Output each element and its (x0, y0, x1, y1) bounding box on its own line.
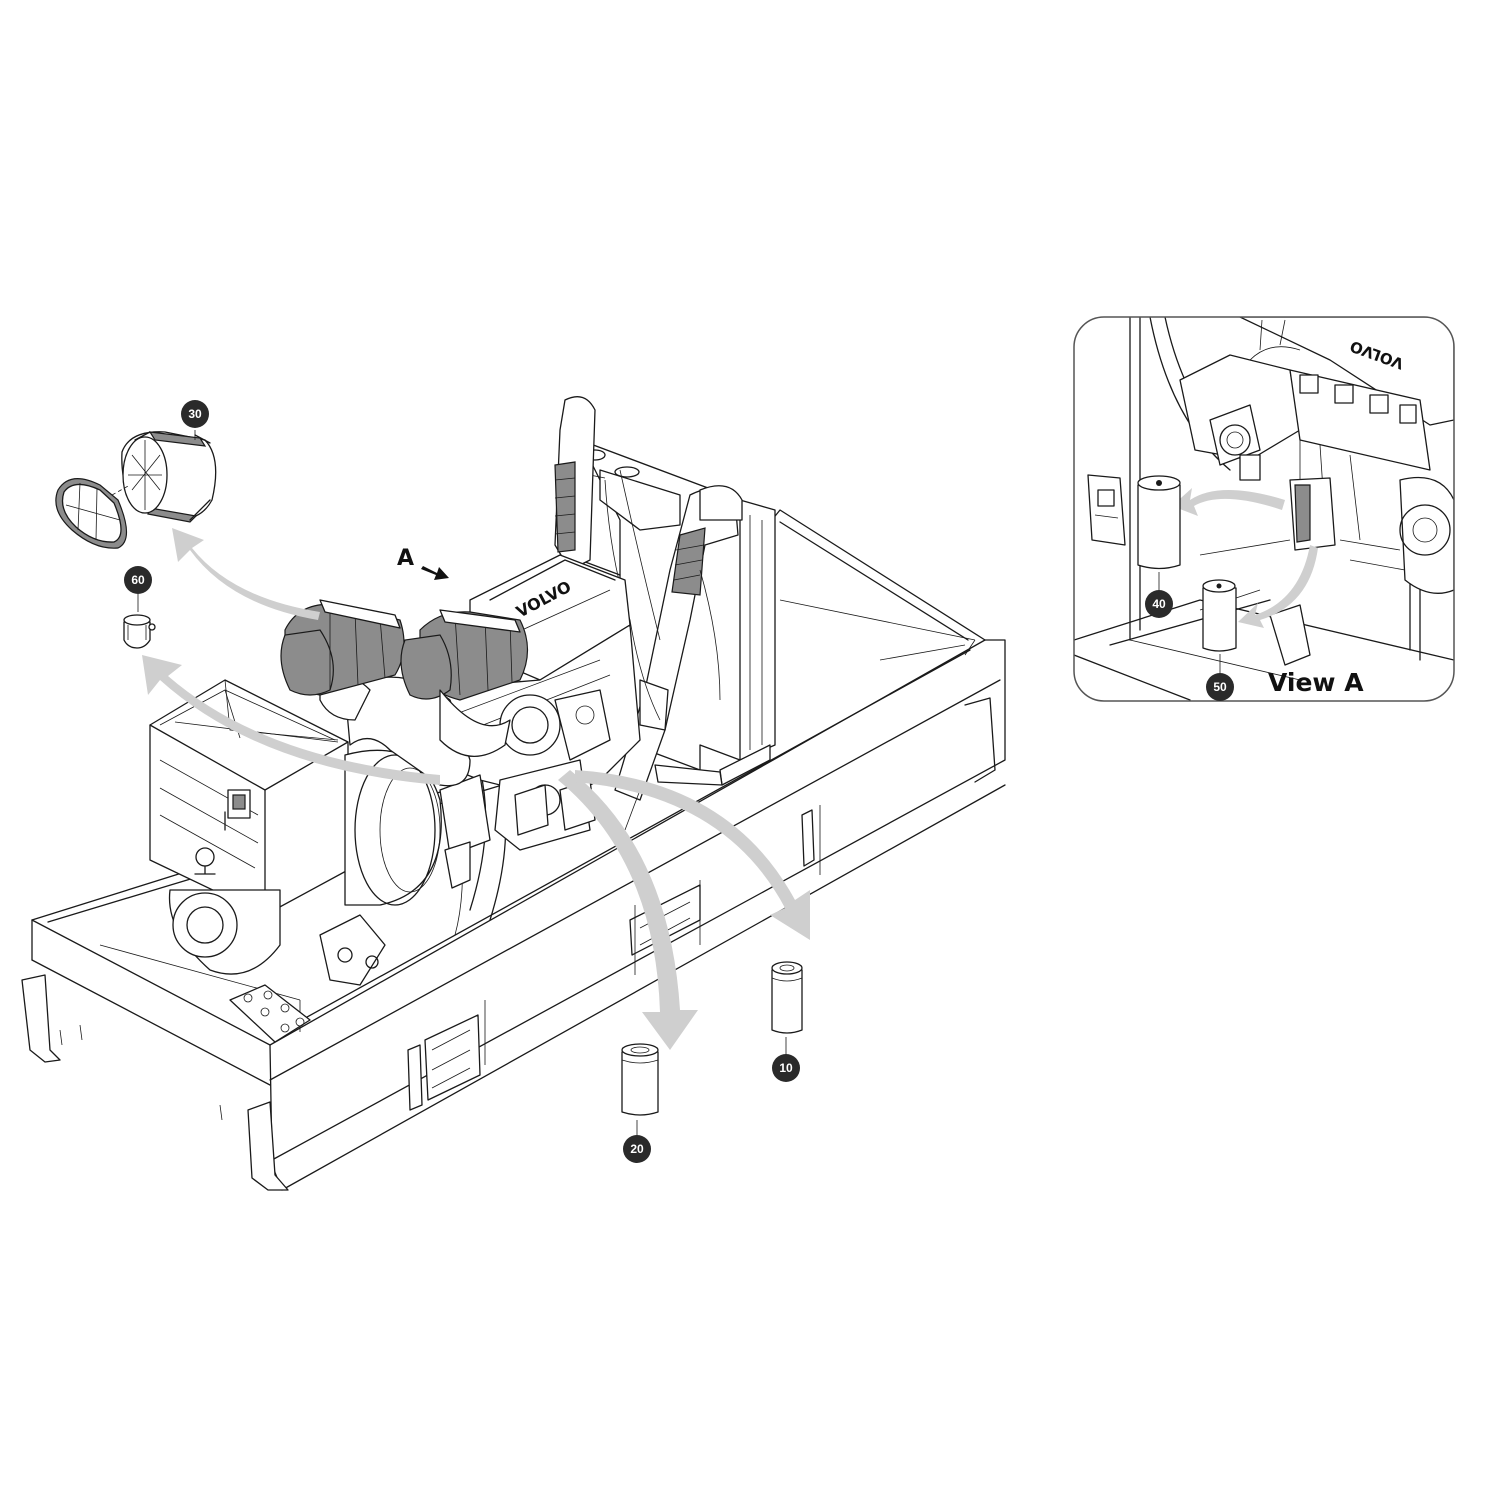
callout-40-label: 40 (1152, 597, 1166, 611)
oil-filter-10 (771, 961, 803, 1034)
fuel-filter-50 (1202, 579, 1237, 652)
generator-alternator (149, 679, 442, 1043)
callout-50: 50 (1206, 673, 1234, 701)
arrow-to-30 (172, 528, 320, 620)
fuel-filter-40 (1137, 475, 1181, 570)
view-a-letter: A (397, 546, 414, 571)
callout-40: 40 (1145, 590, 1173, 618)
callout-20: 20 (623, 1135, 651, 1163)
callout-60: 60 (124, 566, 152, 594)
air-filter-element-30 (55, 431, 217, 549)
arrow-to-50 (1238, 545, 1318, 628)
view-a-inset: VOLVO (1073, 316, 1455, 702)
arrow-to-40 (1172, 488, 1285, 516)
service-arrows (142, 528, 810, 1050)
arrow-to-10 (575, 770, 810, 940)
callout-10: 10 (772, 1054, 800, 1082)
arrow-to-20 (558, 770, 698, 1050)
inset-border (1073, 316, 1455, 702)
air-intake-assembly (280, 599, 529, 787)
hoses-and-pipes (454, 396, 743, 936)
callout-30-label: 30 (188, 407, 202, 421)
arrow-to-60 (142, 655, 440, 785)
callout-50-label: 50 (1213, 680, 1227, 694)
view-a-marker: A (397, 546, 449, 580)
callout-30: 30 (181, 400, 209, 428)
callout-10-label: 10 (779, 1061, 793, 1075)
filter-60 (123, 614, 156, 649)
callout-60-label: 60 (131, 573, 145, 587)
view-direction-arrow-icon (421, 566, 449, 580)
oil-filter-20 (621, 1043, 659, 1116)
callout-20-label: 20 (630, 1142, 644, 1156)
view-a-title: View A (1268, 668, 1364, 697)
